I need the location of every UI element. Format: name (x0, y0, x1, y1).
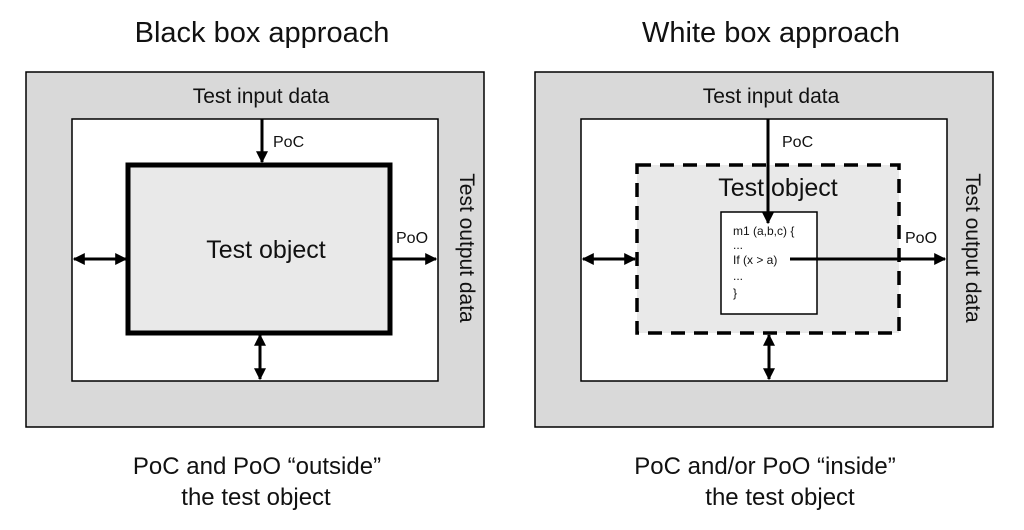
black-box-input-label: Test input data (193, 85, 330, 108)
black-box-panel: Black box approach Test input data Test … (25, 17, 485, 511)
white-box-panel: White box approach Test input data Test … (534, 17, 994, 511)
white-box-caption-line1: PoC and/or PoO “inside” (634, 453, 895, 480)
black-box-test-object-label: Test object (206, 236, 326, 264)
white-box-poo-label: PoO (905, 230, 937, 247)
code-line-2: ... (733, 238, 743, 252)
code-line-4: ... (733, 269, 743, 283)
white-box-test-object-label: Test object (718, 174, 838, 202)
black-box-title: Black box approach (135, 17, 390, 49)
white-box-caption-line2: the test object (705, 484, 855, 511)
black-box-poc-label: PoC (273, 134, 304, 151)
code-line-3: If (x > a) (733, 253, 777, 267)
black-box-caption-line1: PoC and PoO “outside” (133, 453, 381, 480)
code-line-5: } (733, 286, 737, 300)
code-box (720, 211, 818, 315)
black-box-test-object (125, 162, 393, 336)
white-box-input-label: Test input data (703, 85, 840, 108)
white-box-output-label: Test output data (961, 173, 984, 323)
black-box-poo-label: PoO (396, 230, 428, 247)
code-line-1: m1 (a,b,c) { (733, 224, 794, 238)
white-box-poc-label: PoC (782, 134, 813, 151)
black-box-caption-line2: the test object (181, 484, 331, 511)
black-box-output-label: Test output data (455, 173, 478, 323)
white-box-title: White box approach (642, 17, 900, 49)
